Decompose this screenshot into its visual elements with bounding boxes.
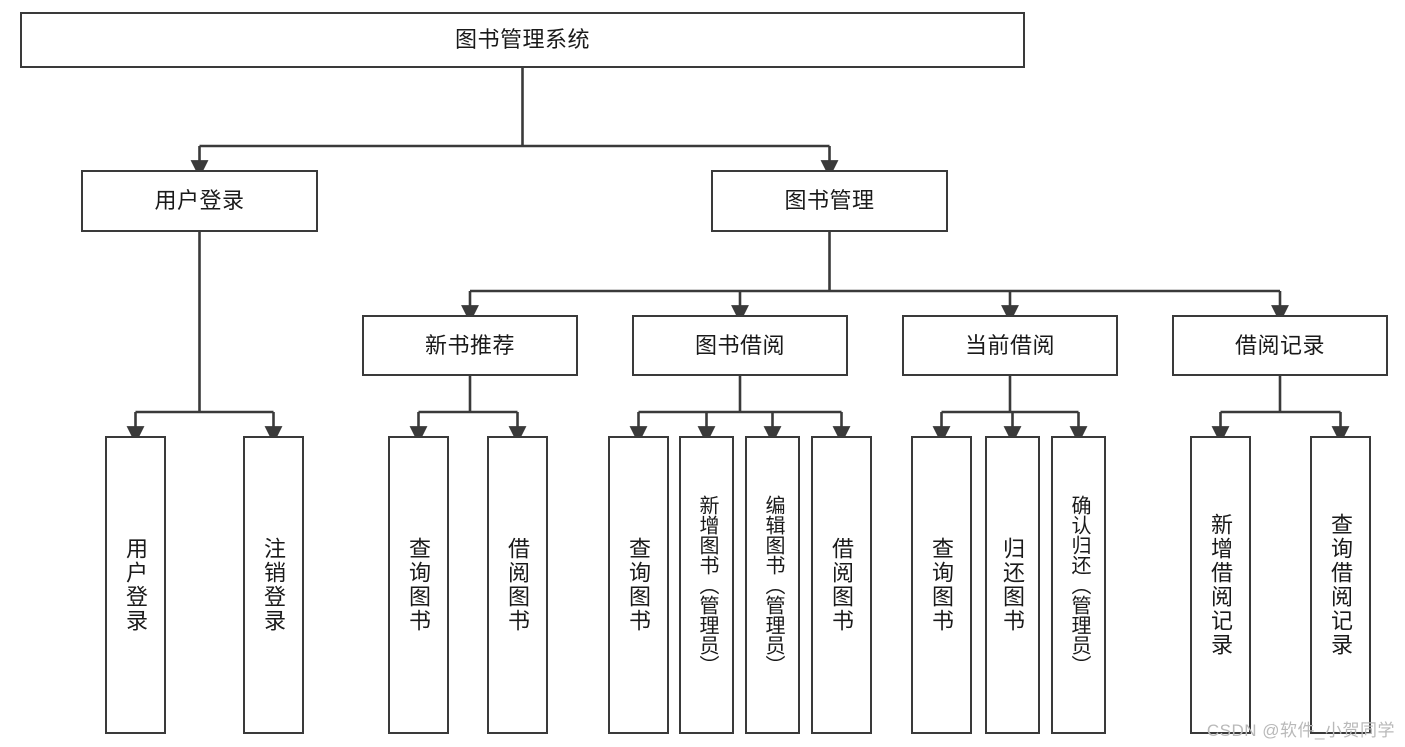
node-leaf-borrow-book: 借阅图书 [811, 436, 872, 734]
node-label-leaf-query-book-cur: 查询图书 [929, 537, 955, 633]
node-leaf-return-book: 归还图书 [985, 436, 1040, 734]
node-leaf-add-book: 新增图书（管理员） [679, 436, 734, 734]
node-new-book-rec: 新书推荐 [362, 315, 578, 376]
node-label-leaf-query-book-borrow: 查询图书 [626, 537, 652, 633]
node-label-root: 图书管理系统 [454, 27, 590, 53]
node-label-leaf-add-book: 新增图书（管理员） [696, 495, 718, 675]
node-borrow-record: 借阅记录 [1172, 315, 1388, 376]
node-leaf-add-record: 新增借阅记录 [1190, 436, 1251, 734]
node-leaf-edit-book: 编辑图书（管理员） [745, 436, 800, 734]
node-label-leaf-confirm-return: 确认归还（管理员） [1068, 495, 1090, 675]
node-label-leaf-user-logout: 注销登录 [261, 537, 287, 633]
node-label-new-book-rec: 新书推荐 [424, 332, 515, 358]
node-leaf-query-book-cur: 查询图书 [911, 436, 972, 734]
node-leaf-user-login: 用户登录 [105, 436, 166, 734]
node-label-borrow-record: 借阅记录 [1234, 332, 1325, 358]
node-current-borrow: 当前借阅 [902, 315, 1118, 376]
node-leaf-confirm-return: 确认归还（管理员） [1051, 436, 1106, 734]
node-label-leaf-query-book-rec: 查询图书 [406, 537, 432, 633]
node-label-leaf-borrow-book: 借阅图书 [829, 537, 855, 633]
node-label-book-manage: 图书管理 [784, 188, 875, 214]
node-leaf-user-logout: 注销登录 [243, 436, 304, 734]
node-label-current-borrow: 当前借阅 [964, 332, 1055, 358]
node-label-leaf-edit-book: 编辑图书（管理员） [762, 495, 784, 675]
node-leaf-query-book-borrow: 查询图书 [608, 436, 669, 734]
node-user-login: 用户登录 [81, 170, 318, 232]
node-book-borrow: 图书借阅 [632, 315, 848, 376]
node-label-book-borrow: 图书借阅 [694, 332, 785, 358]
node-leaf-borrow-book-rec: 借阅图书 [487, 436, 548, 734]
node-label-leaf-borrow-book-rec: 借阅图书 [505, 537, 531, 633]
node-root: 图书管理系统 [20, 12, 1025, 68]
node-leaf-query-record: 查询借阅记录 [1310, 436, 1371, 734]
node-label-leaf-user-login: 用户登录 [123, 537, 149, 633]
node-label-user-login: 用户登录 [154, 188, 245, 214]
node-label-leaf-query-record: 查询借阅记录 [1328, 513, 1354, 657]
node-label-leaf-return-book: 归还图书 [1000, 537, 1026, 633]
watermark-text: CSDN @软件_小贺同学 [1206, 721, 1395, 740]
node-book-manage: 图书管理 [711, 170, 948, 232]
node-label-leaf-add-record: 新增借阅记录 [1208, 513, 1234, 657]
node-leaf-query-book-rec: 查询图书 [388, 436, 449, 734]
